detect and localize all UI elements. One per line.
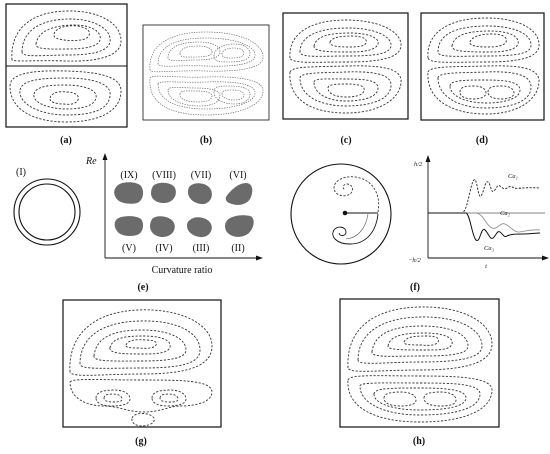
curve-ca3-label: Ca₃: [484, 245, 494, 252]
panel-d-frame: [420, 12, 545, 121]
shape-II: [225, 215, 254, 237]
panel-f-label: (f): [410, 282, 420, 293]
ring-outer: [13, 178, 81, 246]
label-VI: (VI): [229, 170, 246, 181]
shape-VIII: [151, 182, 176, 203]
panel-e-diagram: (I) Re Curvature ratio (IX) (VIII) (VII)…: [13, 153, 263, 276]
panel-a-streamlines: [5, 3, 128, 128]
shape-VI: [225, 183, 253, 205]
curve-ca2-label: Ca₂: [500, 210, 511, 217]
panel-d-streamlines: [420, 12, 545, 121]
panel-e-label: (e): [137, 282, 148, 293]
x-axis-t: t: [485, 263, 487, 270]
panel-b-label: (b): [200, 135, 212, 146]
panel-f-vortex: [290, 163, 392, 265]
shape-VII: [188, 183, 212, 205]
label-II: (II): [231, 243, 244, 254]
panel-h-streamlines: [339, 298, 500, 428]
curve-ca3: [428, 212, 541, 242]
y-top-label: h/2: [414, 161, 423, 168]
x-axis-label: Curvature ratio: [152, 265, 213, 276]
curve-ca2: [428, 212, 541, 233]
shape-V: [114, 216, 144, 236]
panel-h-label: (h): [413, 436, 425, 447]
label-VIII: (VIII): [152, 170, 176, 181]
panel-b-streamlines: [142, 24, 270, 121]
panel-c-frame: [282, 12, 409, 120]
panel-a-frame: [5, 3, 128, 128]
ring-label: (I): [16, 167, 26, 178]
label-VII: (VII): [191, 170, 212, 181]
panel-g-streamlines: [62, 299, 222, 428]
y-bottom-label: −h/2: [408, 257, 421, 264]
ring-inner: [18, 183, 76, 241]
panel-g-frame: [62, 299, 222, 428]
panel-a-label: (a): [60, 135, 72, 146]
shape-IX: [114, 182, 144, 204]
panel-h-frame: [339, 298, 500, 428]
label-IV: (IV): [155, 243, 172, 254]
panel-g-label: (g): [135, 436, 147, 447]
label-V: (V): [122, 243, 136, 254]
shape-IV: [150, 216, 175, 237]
panel-f-timeseries: h/2 −h/2 t Ca₁ Ca₂ Ca₃: [408, 155, 549, 270]
center-point: [342, 210, 348, 216]
label-III: (III): [193, 243, 210, 254]
curve-ca1-label: Ca₁: [508, 173, 518, 180]
y-axis-label: Re: [85, 156, 97, 167]
pipe-cross-section: [290, 163, 392, 265]
label-IX: (IX): [120, 170, 137, 181]
panel-b-frame: [142, 24, 270, 121]
shape-III: [187, 217, 212, 238]
panel-c-streamlines: [282, 12, 409, 120]
panel-d-label: (d): [476, 135, 488, 146]
curve-ca1: [428, 179, 541, 214]
panel-c-label: (c): [340, 135, 351, 146]
